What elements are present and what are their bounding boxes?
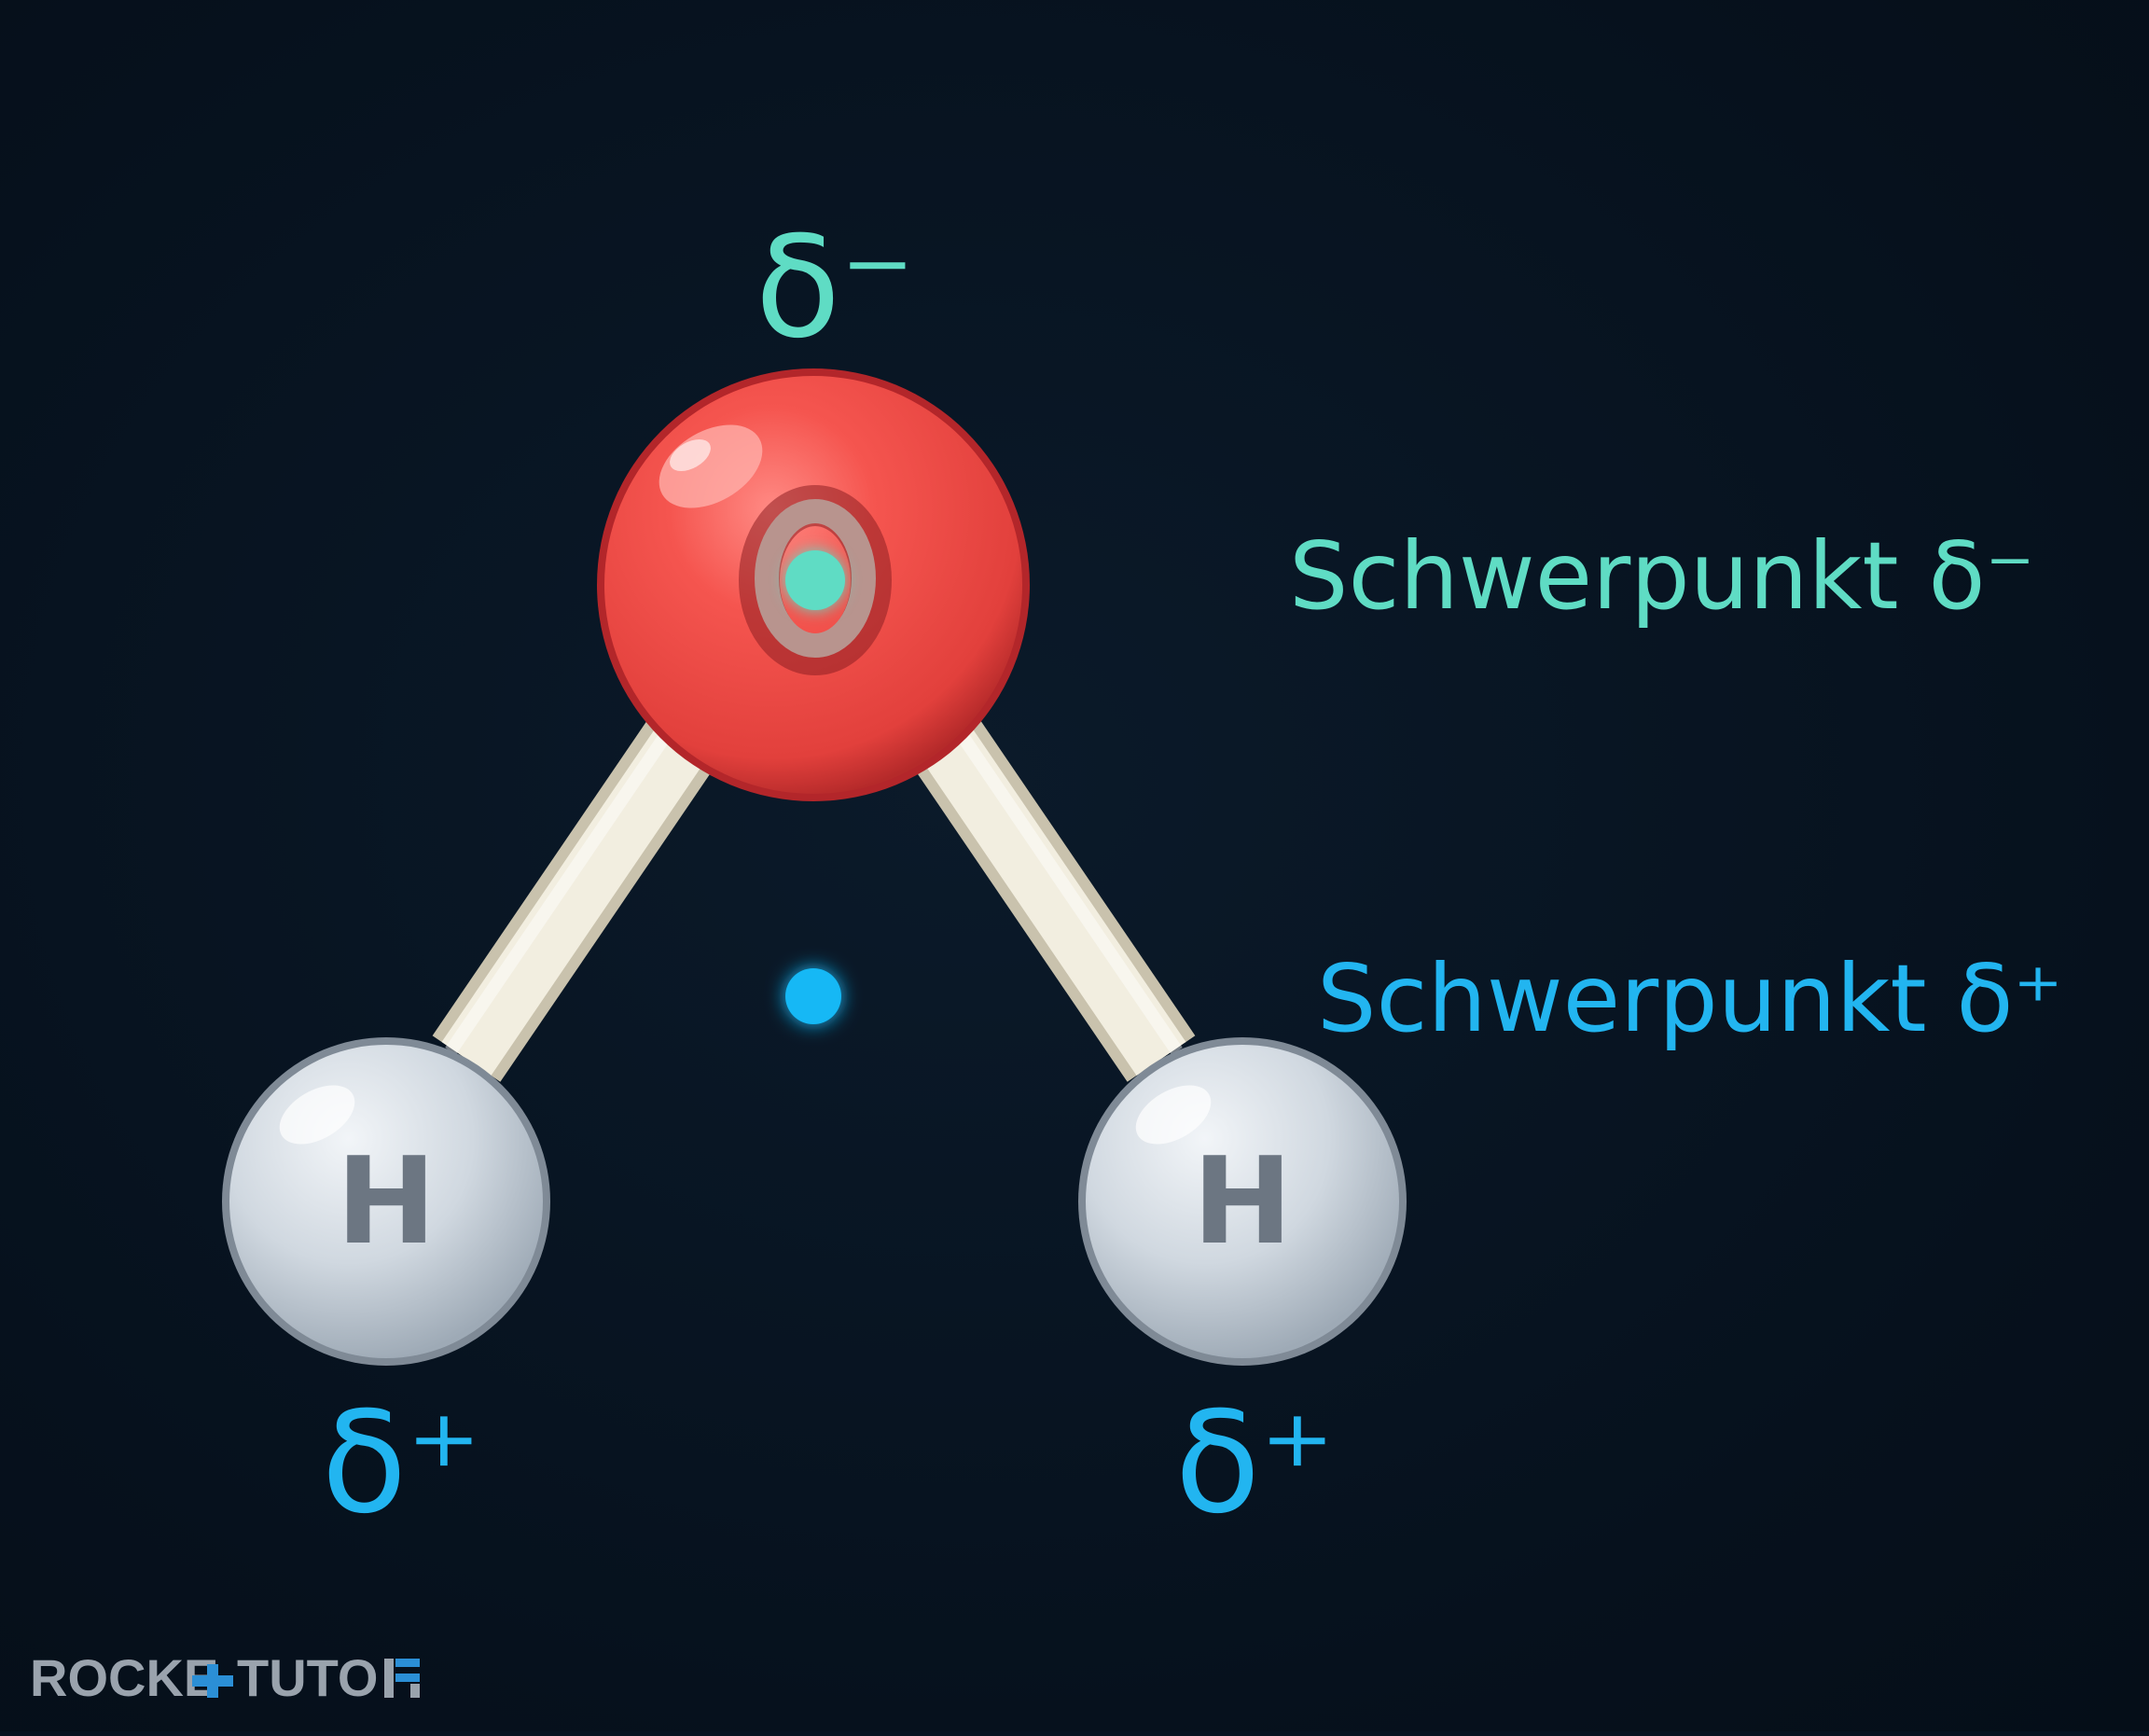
- positive-centroid-label: Schwerpunkt δ⁺: [1317, 944, 2062, 1053]
- bond-left: [432, 714, 720, 1082]
- logo-text-part2: TUTO: [237, 1648, 378, 1707]
- negative-centroid-label: Schwerpunkt δ⁻: [1289, 521, 2034, 631]
- hydrogen-right-symbol: H: [1192, 1132, 1292, 1271]
- logo-r-icon: [384, 1659, 420, 1698]
- hydrogen-right-charge-label: δ⁺: [1175, 1382, 1335, 1545]
- logo-plus-icon: [192, 1664, 233, 1698]
- oxygen-symbol: [755, 499, 876, 658]
- oxygen-atom: [597, 368, 1030, 801]
- hydrogen-atom-right: H: [1078, 1037, 1407, 1366]
- hydrogen-atom-left: H: [222, 1037, 550, 1366]
- bond-right: [908, 714, 1196, 1082]
- oxygen-charge-label: δ⁻: [756, 207, 915, 369]
- negative-centroid-dot: [785, 550, 845, 610]
- hydrogen-left-symbol: H: [336, 1132, 436, 1271]
- rocket-tutor-logo: ROCKE TUTO: [30, 1648, 420, 1707]
- hydrogen-left-charge-label: δ⁺: [322, 1382, 481, 1545]
- positive-centroid-dot: [785, 968, 841, 1024]
- logo-text-part1: ROCKE: [30, 1648, 218, 1707]
